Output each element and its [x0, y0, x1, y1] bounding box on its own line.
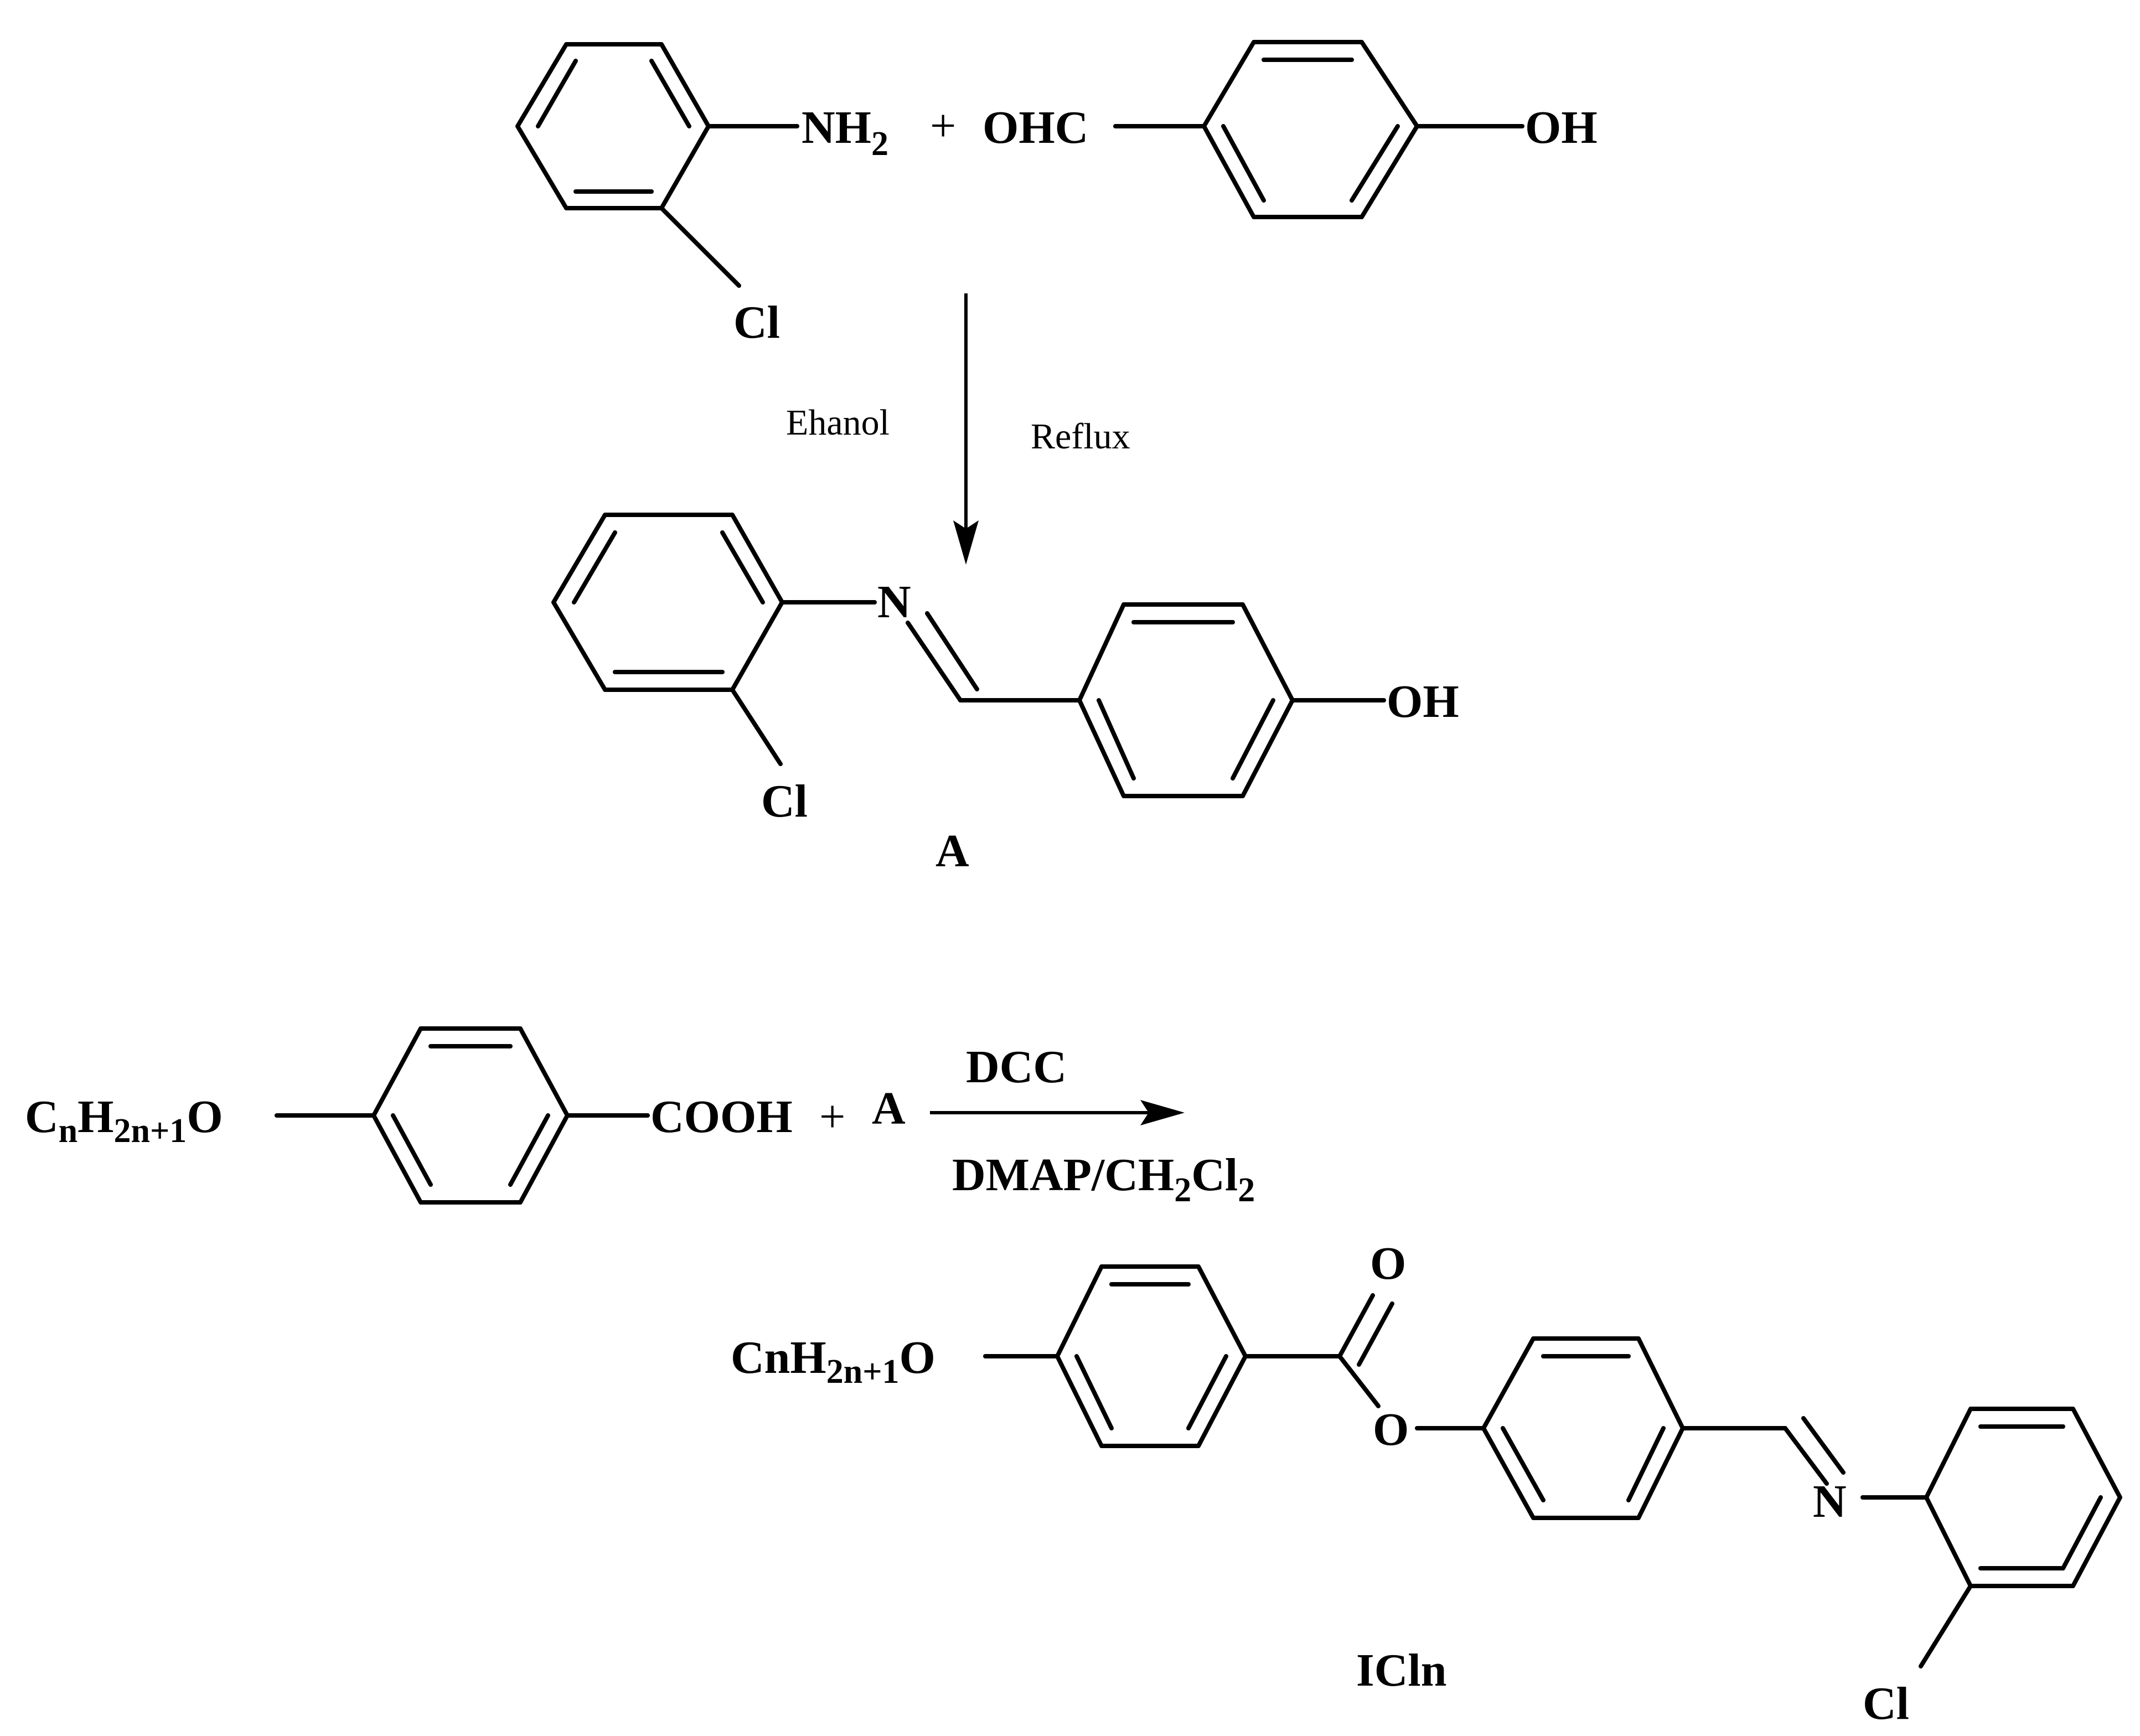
product-a-ring2 — [1077, 602, 1386, 798]
product-a-imine — [906, 611, 1082, 702]
reaction-arrow-2 — [930, 1100, 1185, 1125]
product-ring1 — [983, 1264, 1342, 1448]
solvent-label: Ehanol — [786, 402, 890, 443]
amine-group: NH2 — [802, 102, 888, 163]
ester-linkage — [1337, 1293, 1486, 1430]
compound-icln-label: ICln — [1356, 1645, 1446, 1696]
hydroxyl-group-a: OH — [1387, 676, 1459, 727]
reactant-a-reference: A — [872, 1083, 906, 1134]
imine-nitrogen-a: N — [877, 576, 911, 628]
dmap-solvent-label: DMAP/CH2Cl2 — [952, 1149, 1255, 1209]
plus-sign-2: + — [819, 1091, 845, 1143]
chloro-group-a: Cl — [761, 776, 808, 827]
ester-oxygen: O — [1373, 1404, 1409, 1455]
compound-a-label: A — [935, 825, 969, 877]
reaction-arrow-1 — [953, 293, 979, 565]
aldehyde-group: OHC — [983, 102, 1088, 153]
product-ring3 — [1919, 1407, 2122, 1668]
chloro-group: Cl — [733, 297, 780, 348]
chloro-group-product: Cl — [1863, 1678, 1909, 1729]
alkoxy-chain-reactant: CnH2n+1O — [25, 1091, 223, 1150]
alkoxy-chain-product: CnH2n+1O — [731, 1332, 935, 1391]
imine-nitrogen-product: N — [1813, 1476, 1847, 1527]
product-a-ring1 — [551, 513, 877, 766]
carboxylic-acid-group: COOH — [650, 1091, 793, 1143]
hydroxyl-group-reactant: OH — [1525, 102, 1598, 153]
plus-sign-1: + — [930, 100, 956, 152]
reactant1-ring — [515, 42, 799, 288]
reflux-label: Reflux — [1031, 416, 1130, 457]
reactant2-ring — [1113, 40, 1524, 219]
product-ring2 — [1481, 1336, 1787, 1520]
carbonyl-oxygen: O — [1370, 1238, 1406, 1289]
dcc-label: DCC — [966, 1041, 1067, 1093]
product-imine — [1783, 1416, 1929, 1500]
reactant3-ring — [275, 1026, 650, 1205]
